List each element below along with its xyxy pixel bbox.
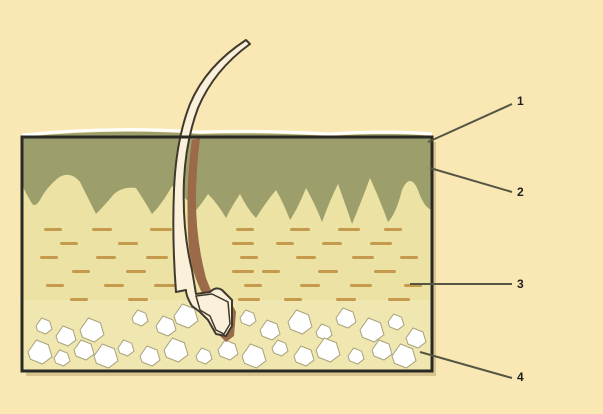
- dermal-stroke: [236, 228, 254, 231]
- dermal-stroke: [232, 270, 254, 273]
- dermal-stroke: [284, 298, 302, 301]
- dermal-stroke: [296, 256, 316, 259]
- dermal-stroke: [44, 228, 62, 231]
- label-1: 1: [517, 94, 524, 108]
- dermal-stroke: [370, 242, 392, 245]
- dermal-stroke: [146, 256, 168, 259]
- dermal-stroke: [72, 270, 90, 273]
- dermal-stroke: [352, 256, 374, 259]
- dermal-stroke: [60, 242, 78, 245]
- dermal-stroke: [154, 284, 176, 287]
- leader-line-2: [430, 168, 512, 192]
- dermal-stroke: [318, 270, 338, 273]
- dermal-stroke: [374, 270, 396, 273]
- dermal-stroke: [150, 228, 172, 231]
- dermal-stroke: [400, 256, 418, 259]
- dermal-stroke: [104, 284, 124, 287]
- dermal-stroke: [96, 256, 116, 259]
- dermal-stroke: [322, 242, 342, 245]
- dermal-stroke: [40, 256, 58, 259]
- dermal-stroke: [338, 228, 360, 231]
- dermal-stroke: [118, 242, 138, 245]
- dermal-stroke: [350, 284, 372, 287]
- dermal-stroke: [388, 298, 410, 301]
- leader-line-1: [428, 104, 512, 142]
- label-2: 2: [517, 185, 524, 199]
- dermal-stroke: [262, 270, 280, 273]
- dermal-stroke: [276, 242, 294, 245]
- dermal-stroke: [128, 298, 148, 301]
- dermal-stroke: [336, 298, 356, 301]
- dermal-stroke: [384, 228, 402, 231]
- dermal-stroke: [300, 284, 320, 287]
- dermal-stroke: [126, 270, 146, 273]
- dermal-stroke: [244, 284, 262, 287]
- dermal-stroke: [290, 228, 310, 231]
- dermal-stroke: [92, 228, 112, 231]
- label-4: 4: [517, 370, 524, 384]
- dermal-stroke: [70, 298, 88, 301]
- dermal-stroke: [238, 298, 260, 301]
- label-3: 3: [517, 277, 524, 291]
- dermal-stroke: [240, 256, 258, 259]
- dermal-stroke: [232, 242, 254, 245]
- dermal-stroke: [46, 284, 64, 287]
